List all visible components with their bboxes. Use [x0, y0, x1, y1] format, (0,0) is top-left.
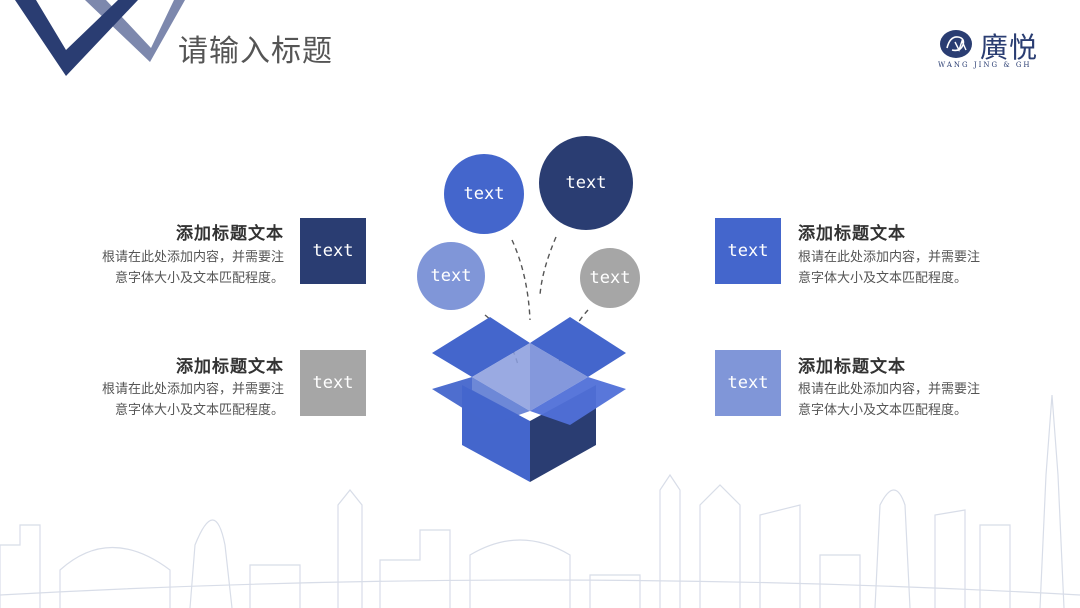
item-4-heading: 添加标题文本: [798, 357, 906, 377]
bubble-3: text: [417, 242, 485, 310]
item-1-heading: 添加标题文本: [176, 224, 284, 244]
item-2-body-line-1: 根请在此处添加内容，并需要注: [101, 382, 284, 397]
brand-logo: 廣悦 WANG JING & GH: [938, 26, 1048, 72]
item-3-body: 根请在此处添加内容，并需要注 意字体大小及文本匹配程度。: [798, 247, 1018, 289]
corner-chevron-decoration: [15, 0, 185, 76]
item-4-body-line-2: 意字体大小及文本匹配程度。: [798, 403, 968, 418]
item-1-body: 根请在此处添加内容，并需要注 意字体大小及文本匹配程度。: [70, 247, 284, 289]
slide-title: 请输入标题: [178, 34, 333, 69]
item-3-body-line-1: 根请在此处添加内容，并需要注: [798, 250, 981, 265]
open-box-illustration: [432, 236, 626, 482]
item-1-badge: text: [300, 218, 366, 284]
item-3-body-line-2: 意字体大小及文本匹配程度。: [798, 271, 968, 286]
item-1-body-line-2: 意字体大小及文本匹配程度。: [114, 271, 284, 286]
item-1-body-line-1: 根请在此处添加内容，并需要注: [101, 250, 284, 265]
item-2-badge: text: [300, 350, 366, 416]
item-4-body: 根请在此处添加内容，并需要注 意字体大小及文本匹配程度。: [798, 379, 1018, 421]
city-skyline-watermark: [0, 395, 1080, 608]
item-2-body-line-2: 意字体大小及文本匹配程度。: [114, 403, 284, 418]
bubble-2: text: [539, 136, 633, 230]
bubble-1: text: [444, 154, 524, 234]
item-3-heading: 添加标题文本: [798, 224, 906, 244]
item-2-heading: 添加标题文本: [176, 357, 284, 377]
item-2-body: 根请在此处添加内容，并需要注 意字体大小及文本匹配程度。: [70, 379, 284, 421]
item-4-body-line-1: 根请在此处添加内容，并需要注: [798, 382, 981, 397]
brand-subtitle: WANG JING & GH: [938, 61, 1032, 69]
brand-mark-icon: [940, 30, 972, 58]
item-4-badge: text: [715, 350, 781, 416]
bubble-4: text: [580, 248, 640, 308]
item-3-badge: text: [715, 218, 781, 284]
brand-name: 廣悦: [980, 31, 1039, 64]
